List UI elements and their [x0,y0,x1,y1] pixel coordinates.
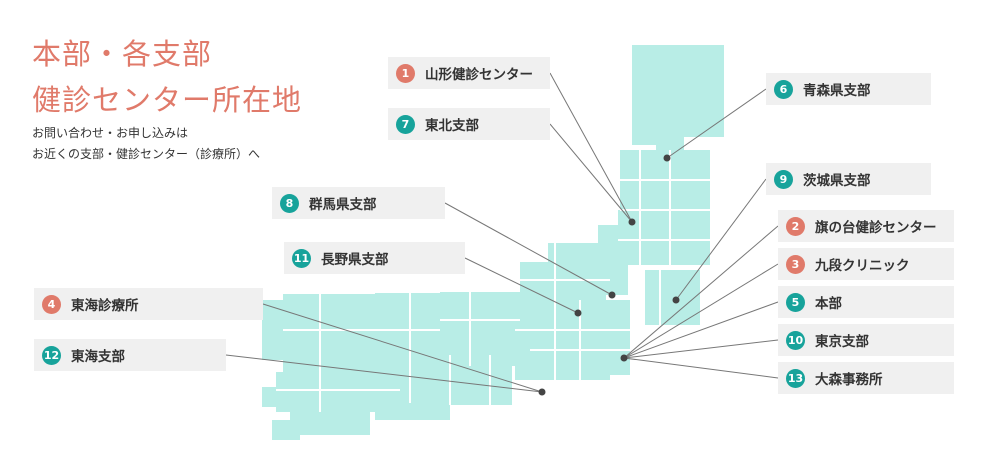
location-number-badge: 4 [42,294,61,314]
location-name: 青森県支部 [803,83,871,99]
map-region [375,390,450,420]
location-name: 東京支部 [815,334,869,350]
intro-text-line1: お問い合わせ・お申し込みは [32,126,189,140]
location-label[interactable]: 10 東京支部 [778,324,954,356]
location-name: 九段クリニック [815,258,910,274]
location-label[interactable]: 2 旗の台健診センター [778,210,954,242]
leader-line [549,123,633,223]
location-label[interactable]: 11 長野県支部 [284,242,465,274]
leader-line [262,303,543,393]
location-label[interactable]: 4 東海診療所 [34,288,263,320]
location-label[interactable]: 5 本部 [778,286,954,318]
leader-line [623,301,779,359]
location-number-badge: 5 [786,292,805,312]
intro-text-line2: お近くの支部・健診センター（診療所）へ [32,147,261,161]
location-name: 長野県支部 [321,252,389,268]
location-label[interactable]: 6 青森県支部 [766,73,931,105]
location-name: 山形健診センター [425,67,533,83]
leader-line [623,339,779,359]
location-pin [628,218,636,226]
map-region [605,300,630,375]
location-number-badge: 3 [786,254,805,274]
leader-line [666,88,767,159]
location-number-badge: 10 [786,330,805,350]
location-pin [672,296,680,304]
map-region [290,405,370,435]
location-name: 本部 [815,296,842,312]
map-region [618,210,710,265]
location-label[interactable]: 13 大森事務所 [778,362,954,394]
leader-line [549,72,633,223]
location-name: 大森事務所 [815,372,883,388]
leader-line [464,257,579,314]
leader-line [623,225,779,359]
location-number-badge: 7 [396,114,415,134]
leader-line [623,357,779,379]
location-label[interactable]: 7 東北支部 [388,108,550,140]
page-title-line1: 本部・各支部 [32,37,213,71]
location-number-badge: 8 [280,193,299,213]
location-number-badge: 2 [786,216,805,236]
map-region [548,243,606,305]
location-number-badge: 1 [396,63,415,83]
map-pins [538,154,680,396]
leader-line [675,178,767,301]
location-label[interactable]: 1 山形健診センター [388,57,550,89]
location-pin [574,309,582,317]
location-pin [620,354,628,362]
location-number-badge: 12 [42,345,61,365]
leader-line [444,202,613,296]
location-number-badge: 11 [292,248,311,268]
leader-line [225,354,543,393]
location-number-badge: 6 [774,79,793,99]
location-name: 群馬県支部 [309,197,377,213]
location-name: 東海支部 [71,349,125,365]
location-name: 茨城県支部 [803,173,871,189]
location-name: 旗の台健診センター [815,220,937,236]
location-pin [663,154,671,162]
location-name: 東北支部 [425,118,479,134]
map-region [656,120,684,150]
location-number-badge: 9 [774,169,793,189]
map-regions [262,45,724,440]
page-title-line2: 健診センター所在地 [32,83,303,117]
location-pin [608,291,616,299]
leader-line [623,263,779,359]
location-label[interactable]: 8 群馬県支部 [272,187,445,219]
location-pin [538,388,546,396]
location-label[interactable]: 3 九段クリニック [778,248,954,280]
map-leader-lines [225,72,779,393]
map-region [262,387,280,407]
location-label[interactable]: 12 東海支部 [34,339,226,371]
map-region [440,292,520,366]
location-number-badge: 13 [786,368,805,388]
location-name: 東海診療所 [71,298,139,314]
location-label[interactable]: 9 茨城県支部 [766,163,931,195]
map-region [272,420,300,440]
